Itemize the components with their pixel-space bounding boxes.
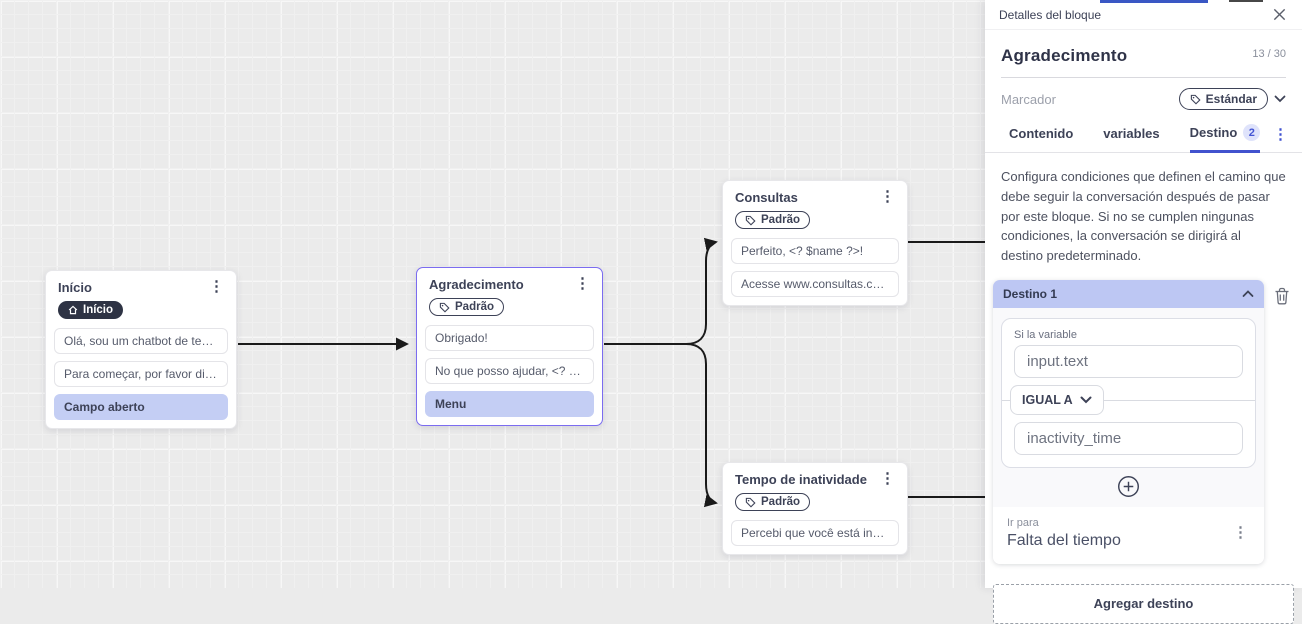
home-icon (68, 305, 78, 315)
block-title: Agradecimento (429, 277, 524, 292)
block-type-badge[interactable]: Padrão (429, 298, 504, 316)
block-type-badge[interactable]: Início (58, 301, 124, 319)
marcador-value: Estándar (1205, 92, 1257, 106)
menu-row[interactable]: Menu (425, 391, 594, 417)
block-name-title[interactable]: Agradecimento (1001, 46, 1128, 65)
kebab-menu-icon[interactable]: ⋮ (880, 188, 895, 205)
message-row[interactable]: Olá, sou um chatbot de teste! (54, 328, 228, 354)
block-title: Tempo de inatividade (735, 472, 867, 487)
divider (1001, 77, 1286, 78)
destination-title: Destino 1 (1003, 286, 1058, 301)
message-row[interactable]: No que posso ajudar, <? $name ... (425, 358, 594, 384)
trash-icon (1275, 287, 1289, 305)
add-destination-button[interactable]: Agregar destino (993, 583, 1294, 624)
kebab-menu-icon[interactable]: ⋮ (209, 278, 224, 295)
badge-label: Padrão (761, 214, 800, 226)
tag-icon (745, 215, 756, 226)
go-to-value[interactable]: Falta del tiempo (1007, 531, 1121, 549)
badge-label: Padrão (455, 301, 494, 313)
delete-destination-button[interactable] (1274, 287, 1290, 309)
block-title: Início (58, 280, 92, 295)
flow-block-tempo-inatividade[interactable]: Tempo de inatividade ⋮ Padrão Percebi qu… (722, 462, 908, 555)
destination-card: Destino 1 Si la variable IGUAL A (993, 279, 1264, 564)
condition-label: Si la variable (1014, 328, 1077, 341)
char-counter: 13 / 30 (1252, 48, 1286, 60)
tab-destino-label: Destino (1189, 125, 1238, 140)
chevron-down-icon (1080, 396, 1092, 404)
condition-card: Si la variable IGUAL A (1001, 317, 1256, 468)
destino-count-badge: 2 (1243, 124, 1261, 141)
marcador-label: Marcador (1001, 91, 1056, 107)
block-title: Consultas (735, 190, 798, 205)
chevron-down-icon[interactable] (1274, 95, 1286, 103)
block-details-panel: Detalles del bloque Agradecimento 13 / 3… (985, 0, 1302, 624)
flow-block-consultas[interactable]: Consultas ⋮ Padrão Perfeito, <? $name ?>… (722, 180, 908, 306)
tabs-kebab-menu-icon[interactable]: ⋮ (1273, 126, 1288, 143)
message-row[interactable]: Para começar, por favor digite o ... (54, 361, 228, 387)
add-condition-button[interactable] (1117, 475, 1140, 498)
badge-label: Padrão (761, 496, 800, 508)
tag-icon (1190, 94, 1201, 105)
tag-icon (439, 302, 450, 313)
operator-dropdown[interactable]: IGUAL A (1010, 384, 1104, 415)
tab-contenido[interactable]: Contenido (1009, 126, 1074, 141)
close-icon[interactable] (1272, 7, 1287, 22)
open-field-row[interactable]: Campo aberto (54, 394, 228, 420)
top-accent-strip (1100, 0, 1208, 3)
chevron-up-icon[interactable] (1242, 289, 1254, 298)
badge-label: Início (83, 304, 114, 316)
panel-tabs: Contenido variables Destino 2 ⋮ (985, 124, 1302, 153)
panel-title: Detalles del bloque (999, 7, 1102, 22)
flow-block-agradecimento[interactable]: Agradecimento ⋮ Padrão Obrigado! No que … (416, 267, 603, 426)
go-to-kebab-menu-icon[interactable]: ⋮ (1233, 524, 1248, 542)
destination-header[interactable]: Destino 1 (993, 279, 1264, 308)
plus-circle-icon (1118, 475, 1139, 497)
flow-block-inicio[interactable]: Início ⋮ Início Olá, sou um chatbot de t… (45, 270, 237, 429)
marcador-pill[interactable]: Estándar (1178, 88, 1268, 110)
kebab-menu-icon[interactable]: ⋮ (880, 470, 895, 487)
destino-description: Configura condiciones que definen el cam… (1001, 169, 1286, 263)
tab-destino[interactable]: Destino 2 (1189, 124, 1261, 153)
block-type-badge[interactable]: Padrão (735, 493, 810, 511)
kebab-menu-icon[interactable]: ⋮ (575, 275, 590, 292)
message-row[interactable]: Percebi que você está inativo. C... (731, 520, 899, 546)
condition-variable-input[interactable] (1014, 344, 1243, 378)
operator-label: IGUAL A (1022, 392, 1073, 407)
message-row[interactable]: Perfeito, <? $name ?>! (731, 238, 899, 264)
tag-icon (745, 497, 756, 508)
message-row[interactable]: Acesse www.consultas.com par... (731, 271, 899, 297)
condition-value-input[interactable] (1014, 421, 1243, 455)
top-dark-strip (1229, 0, 1263, 2)
block-type-badge[interactable]: Padrão (735, 211, 810, 229)
message-row[interactable]: Obrigado! (425, 325, 594, 351)
tab-variables[interactable]: variables (1103, 126, 1160, 141)
connector-agradecimento-tempo[interactable] (604, 343, 718, 508)
go-to-label: Ir para (1007, 516, 1039, 529)
connector-agradecimento-consultas[interactable] (604, 237, 718, 345)
